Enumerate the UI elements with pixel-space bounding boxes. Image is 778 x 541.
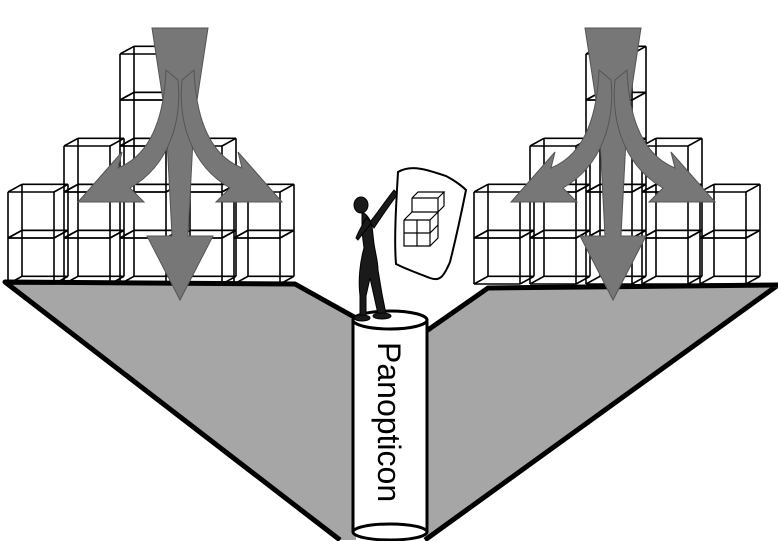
blueprint-sheet-icon [394,167,468,281]
pillar-label: Panopticon [371,342,407,502]
right-platform-edge [423,282,778,541]
left-arrow-group [76,27,284,302]
right-branch-arrow-icon [613,68,717,203]
left-branch-arrow-icon [509,68,613,203]
wireframe-cube-icon [699,183,761,239]
wireframe-cube-icon [63,137,125,193]
panopticon-pillar: Panopticon [351,309,429,541]
left-platform-edge [2,279,358,541]
wireframe-cube-icon [473,183,535,239]
left-branch-arrow-icon [76,68,180,203]
wireframe-cube-icon [7,183,69,239]
right-arrow-group [509,27,717,302]
human-figure-icon [353,189,399,322]
right-branch-arrow-icon [180,68,284,203]
